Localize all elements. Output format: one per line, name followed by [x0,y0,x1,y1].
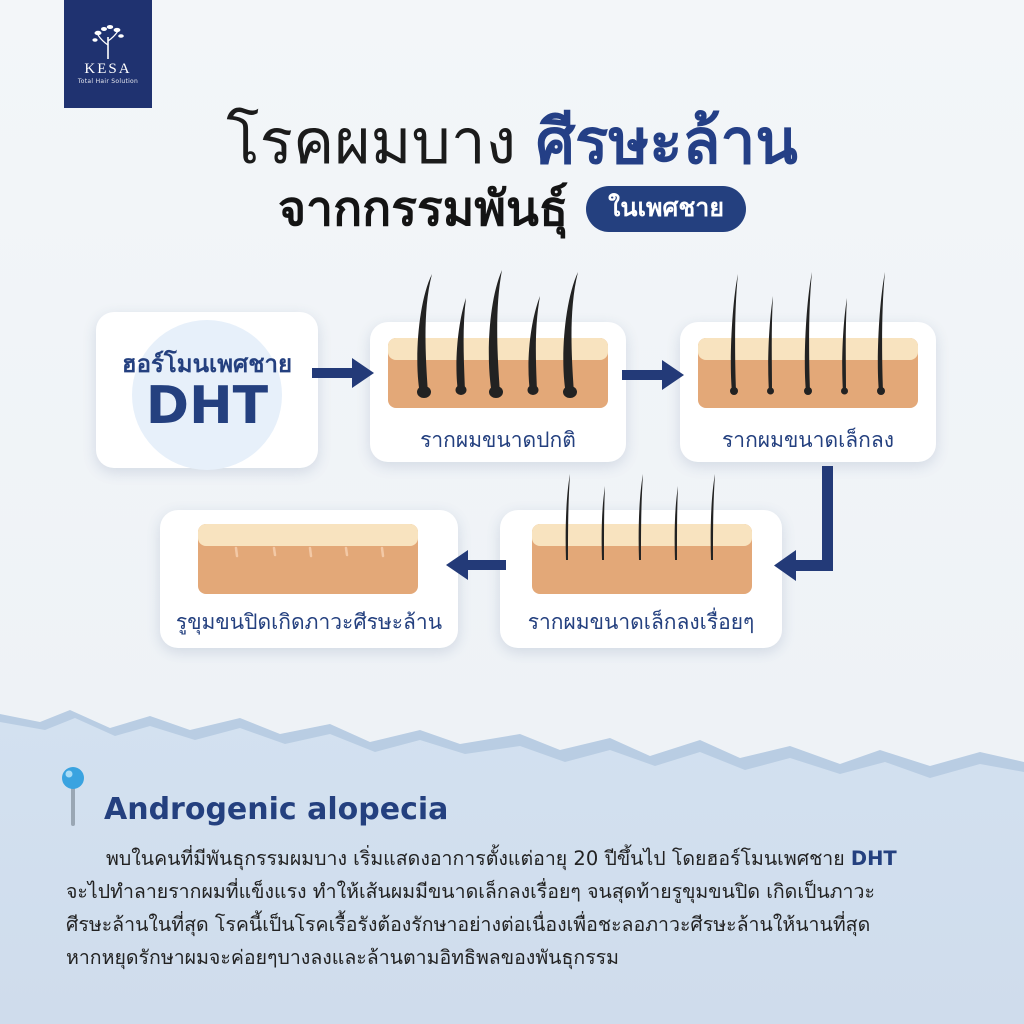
label-normal-hair: รากผมขนาดปกติ [420,428,576,452]
label-smaller-hair: รากผมขนาดเล็กลง [722,428,894,452]
description-line-1: พบในคนที่มีพันธุกรรมผมบาง เริ่มแสดงอาการ… [66,842,986,875]
normal-hair-illustration [388,270,608,408]
torn-paper-background [0,710,1024,1024]
smaller-hair-illustration [698,272,918,408]
gender-pill: ในเพศชาย [586,186,746,232]
arrow-right-icon [312,358,374,388]
dht-circle-bg [132,320,282,470]
arrow-left-icon [446,550,506,580]
tree-icon [92,25,124,59]
arrow-right-icon [622,360,684,390]
main-title: โรคผมบาง ศีรษะล้าน [0,100,1024,184]
pin-icon [62,767,84,826]
brand-logo[interactable]: KESA Total Hair Solution [64,0,152,108]
hormone-label: ฮอร์โมนเพศชาย [121,350,293,378]
brand-tagline: Total Hair Solution [77,78,139,85]
section-title: Androgenic alopecia [104,792,449,827]
card-smaller-more-hair: รากผมขนาดเล็กลงเรื่อยๆ [500,474,782,648]
description-line-1-text: พบในคนที่มีพันธุกรรมผมบาง เริ่มแสดงอาการ… [106,847,851,870]
main-title-light: โรคผมบาง [226,105,536,178]
bald-illustration [198,524,418,594]
smaller-more-hair-illustration [532,474,752,594]
description-paragraph: พบในคนที่มีพันธุกรรมผมบาง เริ่มแสดงอาการ… [66,842,986,974]
card-smaller-hair: รากผมขนาดเล็กลง [680,272,936,462]
description-dht: DHT [850,847,897,870]
label-smaller-more-hair: รากผมขนาดเล็กลงเรื่อยๆ [527,610,755,634]
description-line-4: หากหยุดรักษาผมจะค่อยๆบางลงและล้านตามอิทธ… [66,946,620,969]
dht-card [96,312,318,470]
arrow-down-left-icon [774,466,833,581]
main-title-bold: ศีรษะล้าน [535,105,798,178]
subtitle-row: จากกรรมพันธุ์ ในเพศชาย [0,176,1024,242]
card-normal-hair: รากผมขนาดปกติ [370,270,626,462]
subtitle: จากกรรมพันธุ์ [277,181,569,237]
brand-name: KESA [84,61,132,77]
description-line-3: ศีรษะล้านในที่สุด โรคนี้เป็นโรคเรื้อรังต… [66,913,871,936]
label-bald: รูขุมขนปิดเกิดภาวะศีรษะล้าน [175,610,443,634]
card-bald: รูขุมขนปิดเกิดภาวะศีรษะล้าน [160,510,458,648]
dht-label: DHT [145,376,269,436]
description-line-2: จะไปทำลายรากผมที่แข็งแรง ทำให้เส้นผมมีขน… [66,880,875,903]
